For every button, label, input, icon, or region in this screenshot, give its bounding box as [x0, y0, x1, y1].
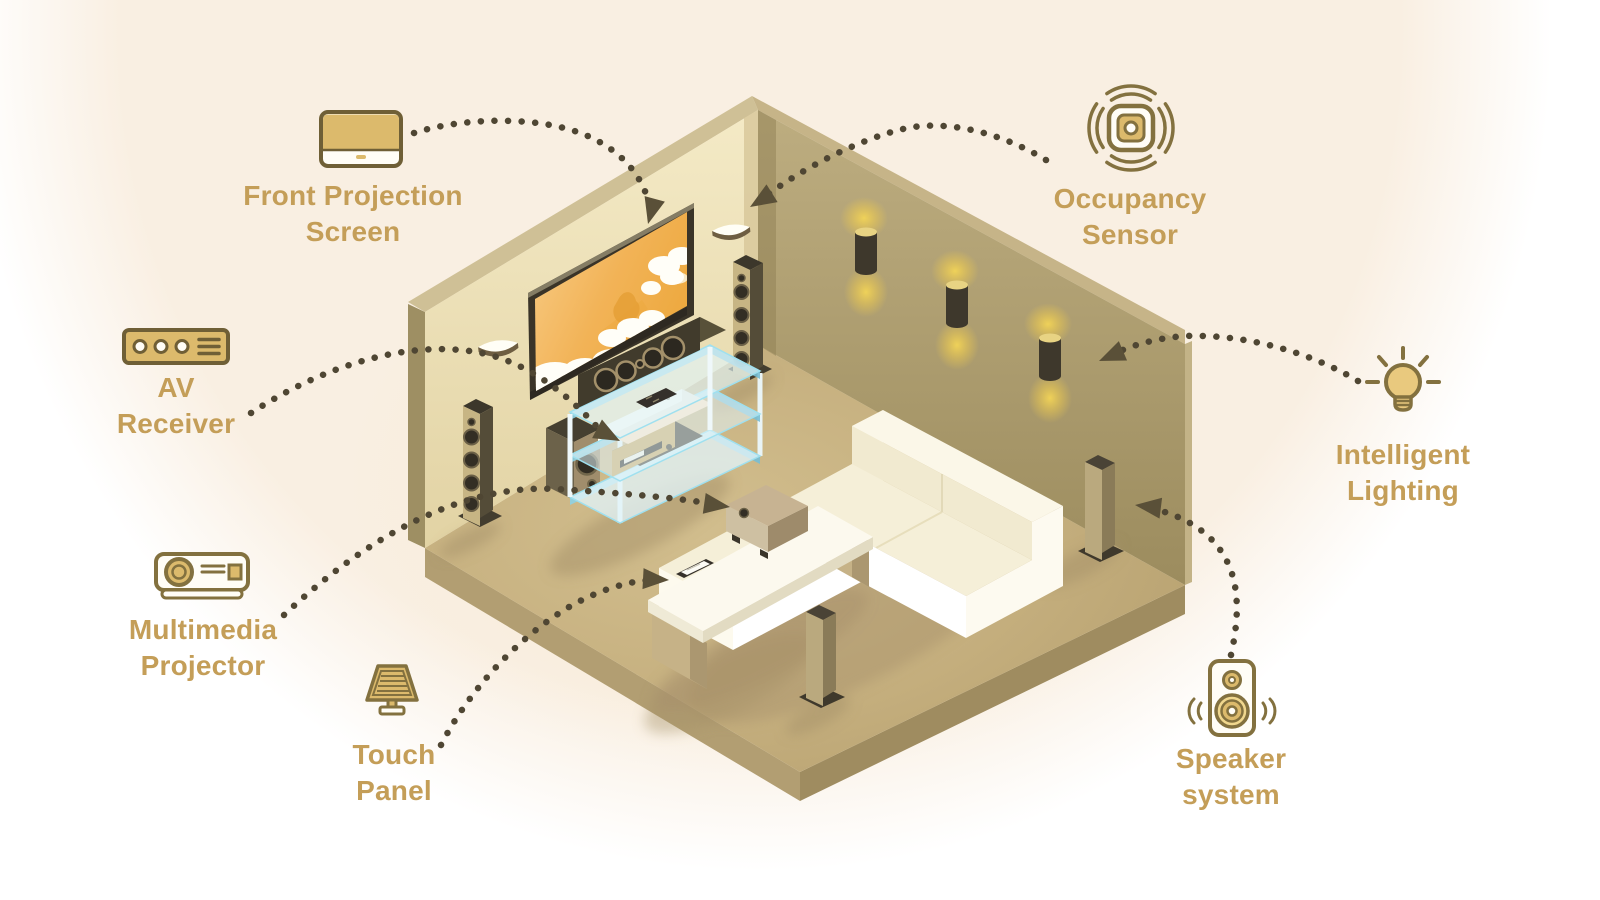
surround-speaker-right: [1078, 455, 1124, 562]
speaker-box-icon: [1186, 658, 1278, 749]
connector-touch-panel: [437, 576, 655, 749]
projection-screen-icon: [319, 110, 403, 173]
callout-label-front-projection-screen: Front Projection Screen: [183, 178, 523, 250]
wall-uplight-bowl: [478, 340, 519, 357]
tower-speaker-front-left: [458, 399, 502, 527]
arrow-intelligent-lighting: [1099, 341, 1128, 361]
floor-edge-left: [425, 548, 800, 801]
callout-label-multimedia-projector: Multimedia Projector: [63, 612, 343, 684]
arrow-multimedia-projector: [702, 492, 730, 514]
touch-panel-icon: [362, 663, 422, 724]
wall-sconce: [931, 250, 979, 370]
callout-label-speaker-system: Speaker system: [1081, 741, 1381, 813]
connector-front-projection-screen: [410, 117, 652, 204]
center-channel-speaker: [578, 317, 726, 408]
label-line: Projector: [140, 650, 266, 681]
connector-multimedia-projector: [280, 485, 711, 619]
left-wall-outer-edge: [408, 304, 425, 548]
label-line: Screen: [305, 216, 401, 247]
connector-av-receiver: [247, 345, 604, 434]
callout-label-touch-panel: Touch Panel: [294, 737, 494, 809]
label-line: Receiver: [116, 408, 236, 439]
surround-speaker-left: [799, 605, 845, 708]
label-line: Front Projection: [243, 180, 463, 211]
label-line: Sensor: [1081, 219, 1179, 250]
arrow-touch-panel: [642, 568, 669, 590]
connector-speaker-system: [1150, 505, 1241, 659]
label-line: Occupancy: [1053, 183, 1207, 214]
av-receiver-icon: [122, 328, 230, 371]
projection-screen: [528, 203, 694, 400]
coffee-table: [648, 506, 873, 689]
label-line: Panel: [356, 775, 432, 806]
label-line: Speaker: [1175, 743, 1287, 774]
connector-occupancy-sensor: [762, 122, 1050, 200]
wall-sconce: [1024, 303, 1072, 423]
connector-intelligent-lighting: [1110, 332, 1362, 385]
remote-control: [636, 388, 677, 408]
arrow-av-receiver: [592, 419, 620, 441]
occupancy-sensor-icon: [1081, 78, 1181, 183]
right-wall-top-band: [752, 96, 1185, 344]
wall-uplight-bowl: [712, 224, 751, 240]
label-line: Multimedia: [128, 614, 278, 645]
label-line: Lighting: [1346, 475, 1459, 506]
label-line: AV: [157, 372, 195, 403]
label-line: Intelligent: [1335, 439, 1471, 470]
callout-label-av-receiver: AV Receiver: [56, 370, 296, 442]
label-line: Touch: [352, 739, 436, 770]
arrow-front-projection-screen: [644, 196, 665, 224]
multimedia-projector-icon: [154, 552, 250, 609]
projector-unit: [726, 485, 808, 559]
arrow-occupancy-sensor: [750, 184, 778, 207]
floor-edge-right: [800, 585, 1185, 801]
left-wall-top-band: [408, 96, 758, 312]
label-line: system: [1182, 779, 1280, 810]
callout-label-occupancy-sensor: Occupancy Sensor: [980, 181, 1280, 253]
light-bulb-icon: [1361, 344, 1445, 437]
touch-panel-tablet: [676, 559, 714, 578]
glass-av-stand: [567, 344, 763, 524]
wall-sconce: [840, 197, 888, 317]
callout-label-intelligent-lighting: Intelligent Lighting: [1253, 437, 1553, 509]
arrow-speaker-system: [1135, 497, 1163, 519]
